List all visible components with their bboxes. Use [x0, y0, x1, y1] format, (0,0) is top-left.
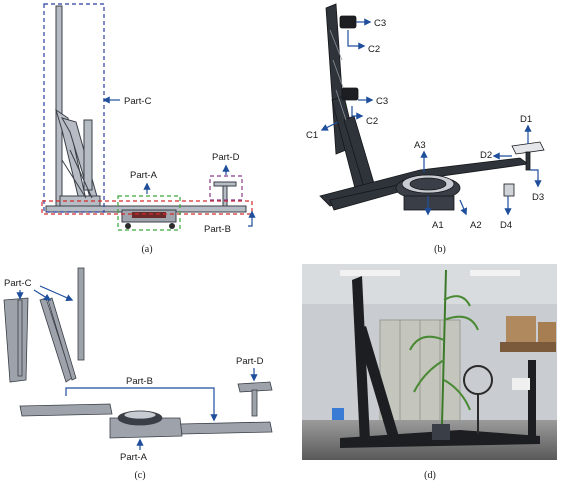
panel-a-part-d-label: Part-D [212, 152, 240, 163]
panel-a-frame [55, 5, 101, 211]
a3-label: A3 [414, 140, 426, 151]
part-a-box [117, 195, 181, 231]
panel-c: Part-C Part-B Part-D Part-A (c) [3, 267, 273, 481]
panel-c-part-d-label: Part-D [236, 356, 264, 367]
panel-a-cart [121, 209, 177, 229]
panel-c-part-b-arrow [65, 387, 218, 422]
panel-c-part-c-label: Part-C [4, 278, 32, 289]
panel-b-machine [319, 3, 545, 211]
panel-b: C3 C2 C3 C2 C1 A3 A1 A2 D1 D2 D3 D4 (b) [306, 3, 545, 255]
panel-c-caption: (c) [134, 470, 145, 481]
part-d-box [209, 175, 243, 201]
panel-c-parts [3, 267, 273, 439]
panel-c-part-b-label: Part-B [126, 376, 153, 387]
c2-top-label: C2 [368, 44, 380, 55]
a2-label: A2 [470, 220, 482, 231]
panel-a: Part-C Part-A Part-D Part-B (a) [41, 3, 256, 255]
part-c-box [43, 3, 105, 213]
panel-a-part-a-label: Part-A [130, 170, 158, 181]
part-b-box [41, 200, 253, 215]
a1-label: A1 [432, 220, 444, 231]
panel-b-caption: (b) [434, 244, 446, 255]
panel-a-partd-stand [213, 181, 237, 207]
panel-a-part-b-label: Part-B [204, 224, 231, 235]
d2-label: D2 [480, 150, 492, 161]
c2-mid-label: C2 [366, 116, 378, 127]
panel-d-photo [302, 264, 557, 460]
panel-d-caption: (d) [424, 470, 436, 481]
d3-label: D3 [532, 192, 544, 203]
c3-top-label: C3 [374, 18, 386, 29]
d4-label: D4 [500, 220, 512, 231]
c3-mid-label: C3 [376, 96, 388, 107]
c2-mid-arrow [351, 106, 364, 120]
c2-top-arrow [347, 30, 366, 50]
panel-a-part-c-label: Part-C [124, 96, 152, 107]
panel-c-part-a-label: Part-A [120, 452, 148, 463]
panel-c-part-c-arrow-3 [39, 285, 74, 301]
c1-arrow [320, 121, 339, 131]
part-b-arrow [248, 210, 256, 227]
d3-arrow [530, 169, 542, 188]
c1-label: C1 [306, 130, 318, 141]
panel-c-part-c-arrow-2 [33, 289, 52, 301]
a2-arrow [459, 199, 468, 216]
d1-label: D1 [520, 114, 532, 125]
panel-a-caption: (a) [141, 244, 152, 255]
